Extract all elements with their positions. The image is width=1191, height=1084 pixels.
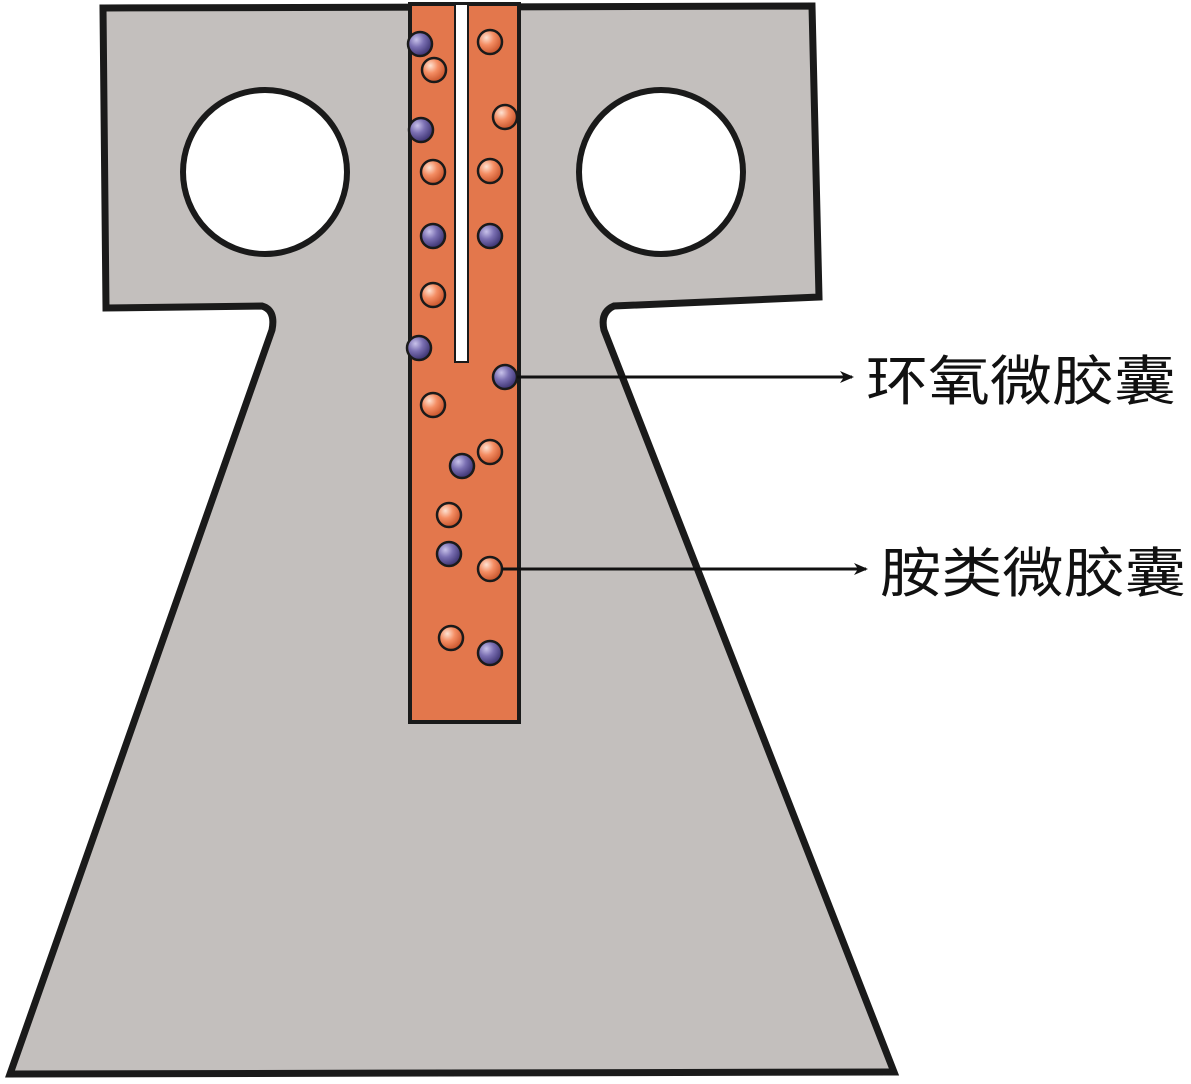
- epoxy-microcapsule: [407, 116, 435, 144]
- amine-microcapsule: [476, 157, 504, 185]
- amine-microcapsule: [476, 438, 504, 466]
- epoxy-microcapsule: [406, 30, 434, 58]
- epoxy-microcapsule: [476, 222, 504, 250]
- epoxy-microcapsule: [419, 222, 447, 250]
- amine-microcapsule-label: 胺类微胶囊: [880, 542, 1186, 605]
- pre-crack: [454, 3, 469, 363]
- amine-microcapsule: [435, 501, 463, 529]
- epoxy-microcapsule: [476, 639, 504, 667]
- amine-microcapsule: [437, 624, 465, 652]
- amine-microcapsule: [476, 555, 504, 583]
- epoxy-microcapsule: [491, 363, 519, 391]
- epoxy-microcapsule: [405, 334, 433, 362]
- amine-microcapsule: [491, 103, 519, 131]
- epoxy-microcapsule-label: 环氧微胶囊: [866, 350, 1176, 413]
- amine-microcapsules: [419, 28, 519, 652]
- epoxy-microcapsules: [405, 30, 519, 667]
- right-pin-hole: [576, 87, 746, 257]
- left-pin-hole: [180, 87, 350, 257]
- epoxy-microcapsule: [435, 540, 463, 568]
- amine-microcapsule: [476, 28, 504, 56]
- amine-microcapsule: [419, 391, 447, 419]
- amine-microcapsule: [419, 281, 447, 309]
- epoxy-microcapsule: [448, 452, 476, 480]
- amine-microcapsule: [420, 56, 448, 84]
- amine-microcapsule: [419, 158, 447, 186]
